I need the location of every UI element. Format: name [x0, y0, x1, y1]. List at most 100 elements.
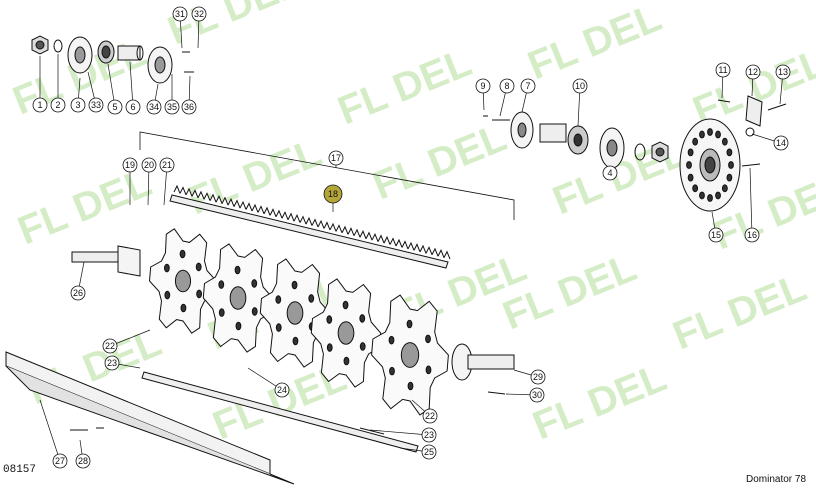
callout-circle: [125, 99, 141, 115]
callout-circle: [164, 99, 180, 115]
callout-number: 20: [144, 160, 154, 170]
disc-hole: [715, 191, 721, 200]
callout-circle: [159, 157, 175, 173]
star-disc-hub: [337, 321, 355, 345]
star-disc-hole: [425, 334, 431, 344]
star-disc-hole: [326, 343, 333, 352]
star-disc-hole: [291, 280, 298, 290]
callout-number: 23: [424, 430, 434, 440]
callout-number: 14: [776, 138, 786, 148]
callout-circle: [520, 78, 536, 94]
callout-circle: [32, 97, 48, 113]
right-shaft-stub: [451, 343, 515, 395]
disc-hole: [692, 184, 699, 193]
callout-number: 36: [184, 102, 194, 112]
callout-number: 2: [55, 100, 60, 110]
callout-number: 18: [328, 189, 338, 199]
callout-number: 13: [778, 67, 788, 77]
watermark: FL DEL: [12, 160, 158, 253]
leader-line: [749, 167, 753, 236]
callout-circle: [602, 165, 618, 181]
disc-hole: [686, 161, 692, 169]
star-disc-hole: [180, 303, 187, 313]
callout-number: 17: [331, 153, 341, 163]
disc-hole: [715, 130, 721, 139]
callout-circle: [775, 64, 791, 80]
callout-circle: [102, 338, 118, 354]
callout-circle: [107, 99, 123, 115]
callout-circle: [530, 369, 546, 385]
callout-circle: [141, 157, 157, 173]
callout-circle: [421, 427, 437, 443]
star-disc-hole: [275, 323, 282, 332]
callout-circle: [499, 78, 515, 94]
callout-number: 8: [504, 81, 509, 91]
leader-line: [129, 61, 134, 108]
callout-number: 27: [55, 456, 65, 466]
callout-number: 33: [91, 100, 101, 110]
disc-hole: [707, 194, 713, 202]
disc-hole: [707, 128, 713, 136]
callout-circle: [181, 99, 197, 115]
star-disc-hole: [195, 262, 202, 272]
star-disc-hole: [406, 319, 413, 329]
star-disc-hole: [164, 290, 171, 300]
left-shaft-stub: [71, 245, 141, 277]
star-disc-hole: [275, 295, 282, 304]
disc-hole: [726, 173, 733, 182]
callout-circle: [529, 387, 545, 403]
callout-number: 19: [125, 160, 135, 170]
callout-number: 16: [747, 230, 757, 240]
callout-circle: [773, 135, 789, 151]
callout-number: 32: [194, 9, 204, 19]
callout-number: 26: [73, 288, 83, 298]
callout-number: 22: [425, 411, 435, 421]
watermark: FL DEL: [527, 355, 673, 448]
star-disc-hole: [234, 265, 241, 275]
watermark: FL DEL: [367, 115, 513, 208]
callout-number: 6: [130, 102, 135, 112]
disc-hole: [721, 184, 728, 193]
model-label: Dominator 78: [746, 474, 807, 485]
callout-number: 4: [607, 168, 612, 178]
perforated-disc: [679, 118, 741, 212]
callout-number: 3: [75, 100, 80, 110]
callout-circle: [70, 285, 86, 301]
callout-circle: [323, 184, 343, 204]
drawing-code: 08157: [3, 464, 37, 476]
star-disc-stack: [148, 228, 449, 416]
disc-hole: [699, 130, 705, 139]
callout-circle: [715, 62, 731, 78]
disc-hole: [726, 148, 733, 157]
star-disc-hole: [388, 335, 395, 345]
callout-bracket-17: [139, 131, 515, 220]
star-disc-hole: [343, 356, 350, 366]
callout-number: 35: [167, 102, 177, 112]
callout-circle: [88, 97, 104, 113]
callout-number: 9: [480, 81, 485, 91]
disc-hole: [699, 191, 705, 200]
toothed-bar: [169, 184, 451, 269]
callout-circle: [572, 78, 588, 94]
callout-circle: [475, 78, 491, 94]
star-disc-hole: [218, 280, 225, 289]
star-disc-hole: [326, 315, 333, 324]
star-disc-hole: [407, 381, 414, 391]
callout-number: 34: [149, 102, 159, 112]
star-disc-hole: [196, 289, 203, 299]
callout-number: 11: [718, 65, 727, 75]
callout-circle: [274, 382, 290, 398]
disc-hole: [692, 137, 699, 146]
callout-circle: [52, 453, 68, 469]
callout-circle: [122, 157, 138, 173]
callout-number: 7: [525, 81, 530, 91]
callout-circle: [421, 444, 437, 460]
disc-hole: [687, 148, 694, 157]
callout-number: 10: [575, 81, 585, 91]
watermark: FL DEL: [667, 265, 813, 358]
star-disc-hub: [400, 342, 420, 368]
watermark: FL DEL: [332, 40, 478, 133]
callout-circle: [744, 227, 760, 243]
